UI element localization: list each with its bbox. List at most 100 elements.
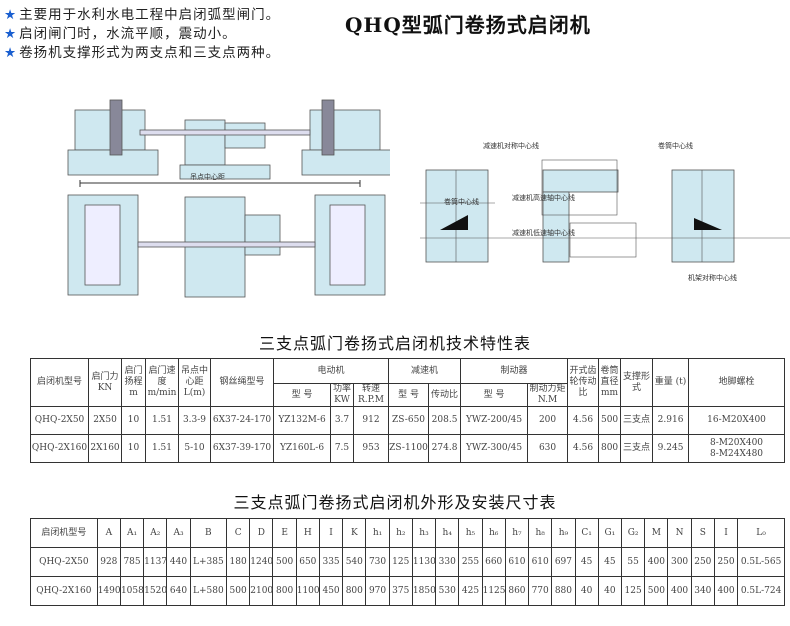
low-speed-shaft-label: 减速机低速轴中心线 <box>512 228 575 237</box>
header-cell: C <box>226 518 251 548</box>
header-cell: A <box>96 518 121 548</box>
table-cell: 2X50 <box>88 406 122 435</box>
table-cell: 953 <box>352 434 390 463</box>
header-cell: 启门速度 m/min <box>145 358 179 407</box>
table-cell: 40 <box>574 576 599 606</box>
table-cell: 1240 <box>249 547 274 577</box>
table-cell: 8-M20X400 8-M24X480 <box>688 434 785 463</box>
table-cell: 250 <box>713 547 739 577</box>
table-cell: 45 <box>574 547 599 577</box>
header-cell: E <box>272 518 297 548</box>
table-cell: 860 <box>504 576 530 606</box>
table-cell: 7.5 <box>330 434 354 463</box>
feature-item: ★主要用于水利水电工程中启闭弧型闸门。 <box>4 6 280 25</box>
header-cell: G₂ <box>620 518 646 548</box>
header-cell: I <box>318 518 344 548</box>
header-cell: K <box>342 518 367 548</box>
header-cell: L₀ <box>737 518 785 548</box>
table-cell: QHQ-2X50 <box>30 547 98 577</box>
table-cell: 5-10 <box>178 434 211 463</box>
feature-text: 主要用于水利水电工程中启闭弧型闸门。 <box>19 7 281 23</box>
table-cell: 425 <box>458 576 483 606</box>
table-cell: 540 <box>342 547 367 577</box>
table-cell: 530 <box>435 576 460 606</box>
table-cell: 800 <box>272 576 297 606</box>
header-cell: h₆ <box>481 518 506 548</box>
table-cell: 6X37-39-170 <box>210 434 274 463</box>
table-cell: 10 <box>121 434 146 463</box>
drum-center-left-label: 卷筒中心线 <box>444 197 479 206</box>
table-cell: 3.7 <box>330 406 354 435</box>
header-cell: D <box>249 518 274 548</box>
table-cell: 1137 <box>143 547 168 577</box>
table-cell: 660 <box>481 547 506 577</box>
header-cell: I <box>713 518 739 548</box>
front-top-view-drawing: 吊点中心距 <box>67 99 390 298</box>
header-cell: 型 号 <box>388 383 430 407</box>
table-cell: 0.5L-724 <box>737 576 785 606</box>
table-cell: 330 <box>435 547 460 577</box>
table-cell: 2.916 <box>652 406 690 435</box>
header-cell: 制动器 <box>460 358 569 384</box>
table-cell: 200 <box>527 406 569 435</box>
header-cell: h₃ <box>411 518 437 548</box>
table-cell: 40 <box>597 576 623 606</box>
table-cell: 912 <box>352 406 390 435</box>
table-cell: L+580 <box>189 576 228 606</box>
header-cell: h₁ <box>365 518 390 548</box>
table-cell: 450 <box>318 576 344 606</box>
header-cell: 传动比 <box>428 383 462 407</box>
high-speed-shaft-label: 减速机高速轴中心线 <box>512 193 575 202</box>
table-cell: 45 <box>597 547 623 577</box>
header-cell: G₁ <box>597 518 623 548</box>
header-cell: 启闭机型号 <box>30 358 89 407</box>
feature-text: 启闭闸门时，水流平顺，震动小。 <box>19 26 237 42</box>
table-cell: 335 <box>318 547 344 577</box>
table-cell: 三支点 <box>620 434 654 463</box>
table-cell: 785 <box>119 547 145 577</box>
header-cell: h₅ <box>458 518 483 548</box>
feature-list: ★主要用于水利水电工程中启闭弧型闸门。 ★启闭闸门时，水流平顺，震动小。 ★卷扬… <box>4 6 280 63</box>
header-cell: 型 号 <box>460 383 529 407</box>
table-cell: ZS-1100 <box>388 434 430 463</box>
star-icon: ★ <box>4 45 18 61</box>
table-cell: 255 <box>458 547 483 577</box>
table-cell: 1.51 <box>145 434 179 463</box>
header-cell: 开式齿轮传动比 <box>567 358 600 407</box>
table-cell: 340 <box>690 576 715 606</box>
span-label: 吊点中心距 <box>190 172 225 181</box>
table-cell: 10 <box>121 406 146 435</box>
table-cell: YWZ-300/45 <box>460 434 529 463</box>
table-cell: 2X160 <box>88 434 122 463</box>
table-cell: 640 <box>166 576 191 606</box>
table-cell: 800 <box>598 434 622 463</box>
header-cell: A₂ <box>143 518 168 548</box>
table-cell: 2100 <box>249 576 274 606</box>
table-cell: 三支点 <box>620 406 654 435</box>
header-cell: S <box>690 518 715 548</box>
header-cell: 支撑形式 <box>620 358 654 407</box>
table-cell: 4.56 <box>567 434 600 463</box>
header-cell: 卷筒直径 mm <box>598 358 622 407</box>
table-cell: 1058 <box>119 576 145 606</box>
header-cell: M <box>644 518 669 548</box>
table-cell: 208.5 <box>428 406 462 435</box>
table-cell: 375 <box>388 576 413 606</box>
table-cell: 3.3-9 <box>178 406 211 435</box>
feature-item: ★卷扬机支撑形式为两支点和三支点两种。 <box>4 44 280 63</box>
table-cell: 400 <box>667 576 692 606</box>
table-cell: 500 <box>598 406 622 435</box>
table-cell: 250 <box>690 547 715 577</box>
table2-title: 三支点弧门卷扬式启闭机外形及安装尺寸表 <box>233 493 557 512</box>
table-cell: 125 <box>620 576 646 606</box>
table-cell: 400 <box>644 547 669 577</box>
header-cell: 电动机 <box>272 358 390 384</box>
side-view-drawing: 减速机对称中心线 卷筒中心线 卷筒中心线 减速机高速轴中心线 减速机低速轴中心线… <box>420 141 790 282</box>
header-cell: 型 号 <box>273 383 331 407</box>
table-cell: 500 <box>644 576 669 606</box>
